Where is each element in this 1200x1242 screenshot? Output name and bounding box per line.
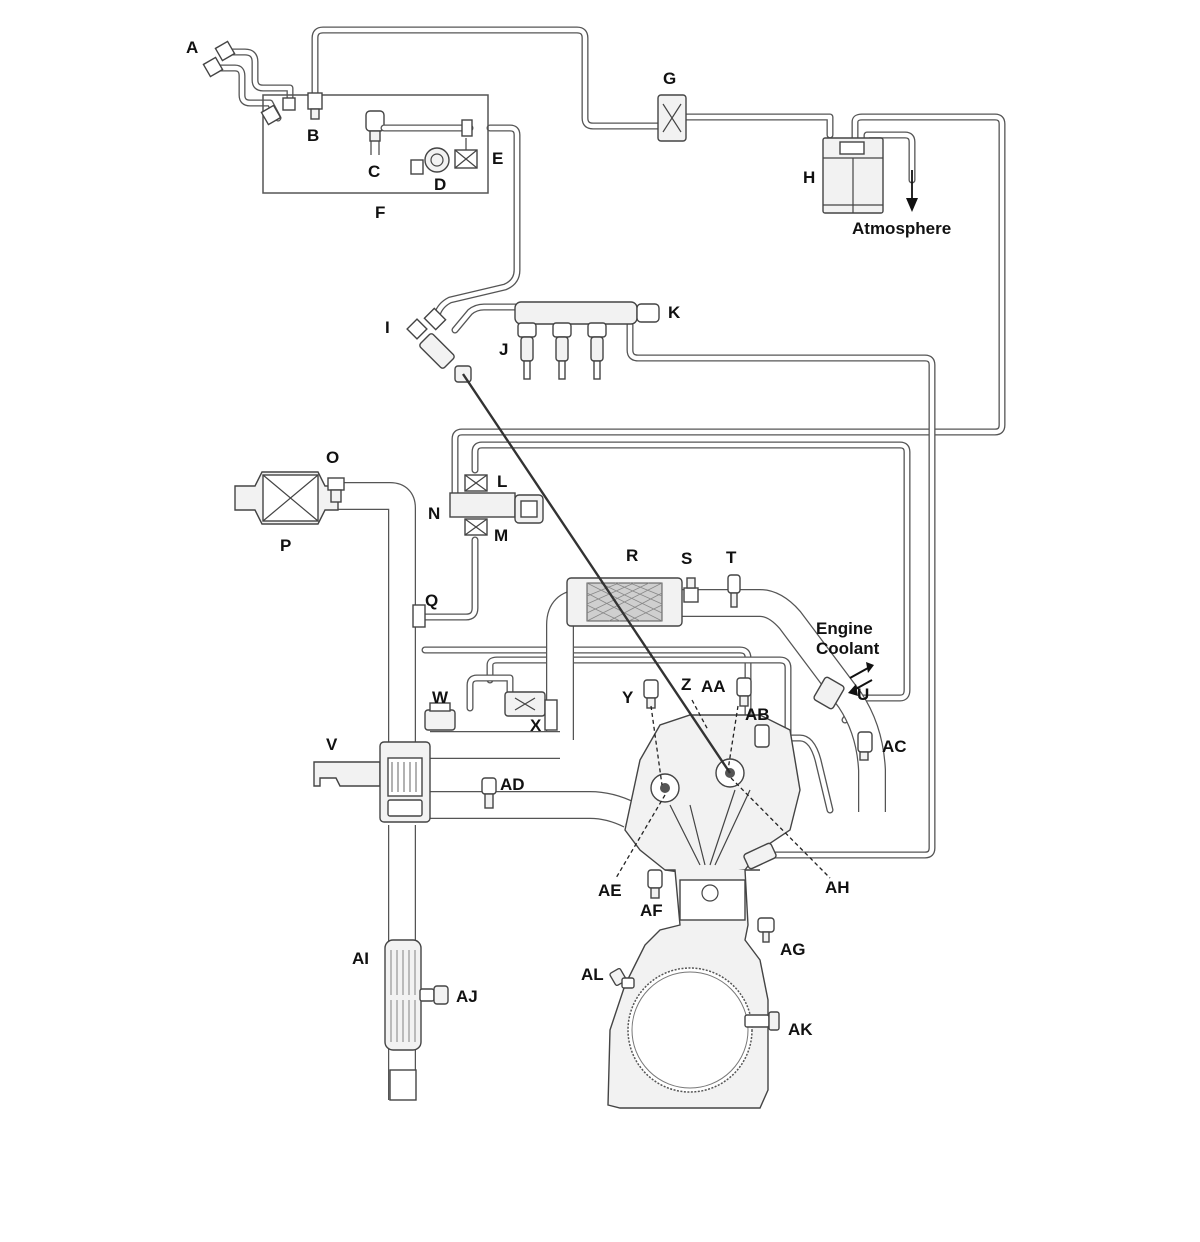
engine-cylinder-head bbox=[624, 714, 801, 876]
label-d: D bbox=[434, 175, 446, 194]
component-v bbox=[313, 761, 388, 787]
component-lmn-valve bbox=[449, 474, 544, 536]
label-v: V bbox=[326, 735, 338, 754]
component-ag bbox=[757, 917, 775, 943]
component-x bbox=[504, 691, 558, 731]
component-h-canister bbox=[822, 137, 884, 214]
label-aj: AJ bbox=[456, 987, 478, 1006]
label-x: X bbox=[530, 716, 542, 735]
label-ae: AE bbox=[598, 881, 622, 900]
label-ab: AB bbox=[745, 705, 770, 724]
component-r-intercooler bbox=[566, 577, 683, 627]
component-aa bbox=[736, 677, 752, 707]
label-l: L bbox=[497, 472, 507, 491]
label-s: S bbox=[681, 549, 692, 568]
label-g: G bbox=[663, 69, 676, 88]
label-aa: AA bbox=[701, 677, 726, 696]
coolant-flow-arrows-icon bbox=[848, 662, 874, 696]
component-g bbox=[657, 94, 687, 142]
component-b bbox=[307, 92, 323, 120]
component-u bbox=[813, 676, 845, 710]
component-ai-catalyst bbox=[384, 939, 422, 1101]
component-d bbox=[410, 138, 478, 175]
label-atmosphere: Atmosphere bbox=[852, 219, 951, 238]
label-q: Q bbox=[425, 591, 438, 610]
label-m: M bbox=[494, 526, 508, 545]
label-ai: AI bbox=[352, 949, 369, 968]
label-c: C bbox=[368, 162, 380, 181]
module-box-f bbox=[262, 94, 489, 194]
fuel-rail bbox=[514, 301, 660, 325]
label-k: K bbox=[668, 303, 681, 322]
engine-block bbox=[607, 869, 769, 1109]
label-e: E bbox=[492, 149, 503, 168]
injector-1 bbox=[517, 322, 537, 380]
component-p-air-filter bbox=[234, 471, 345, 525]
label-ad: AD bbox=[500, 775, 525, 794]
label-af: AF bbox=[640, 901, 663, 920]
label-ac: AC bbox=[882, 737, 907, 756]
label-j: J bbox=[499, 340, 508, 359]
label-h: H bbox=[803, 168, 815, 187]
component-y bbox=[643, 679, 659, 709]
component-labels: A B C D E F G H Atmosphere I J K L M N O… bbox=[186, 38, 951, 1039]
label-f: F bbox=[375, 203, 385, 222]
component-a bbox=[202, 40, 296, 126]
turbocharger bbox=[379, 741, 431, 823]
leader-lines bbox=[615, 699, 831, 879]
component-s bbox=[683, 577, 699, 603]
injector-2 bbox=[552, 322, 572, 380]
label-p: P bbox=[280, 536, 291, 555]
vacuum-control-line bbox=[462, 373, 731, 774]
component-al bbox=[609, 967, 635, 989]
component-af bbox=[647, 869, 663, 899]
component-ac bbox=[857, 731, 873, 761]
component-ak bbox=[744, 1011, 780, 1031]
label-coolant: Coolant bbox=[816, 639, 880, 658]
label-a: A bbox=[186, 38, 198, 57]
component-w bbox=[424, 702, 456, 731]
label-n: N bbox=[428, 504, 440, 523]
arrow-down-icon bbox=[906, 170, 918, 212]
component-t bbox=[727, 574, 741, 608]
label-t: T bbox=[726, 548, 737, 567]
label-o: O bbox=[326, 448, 339, 467]
component-ad bbox=[481, 777, 497, 809]
component-aj bbox=[419, 985, 449, 1005]
label-u: U bbox=[857, 685, 869, 704]
label-w: W bbox=[432, 688, 449, 707]
component-c bbox=[365, 110, 474, 155]
label-ag: AG bbox=[780, 940, 806, 959]
label-b: B bbox=[307, 126, 319, 145]
label-z: Z bbox=[681, 675, 691, 694]
injector-3 bbox=[587, 322, 607, 380]
label-ak: AK bbox=[788, 1020, 813, 1039]
hose-network bbox=[209, 26, 1006, 859]
label-r: R bbox=[626, 546, 638, 565]
label-y: Y bbox=[622, 688, 634, 707]
component-i-valve bbox=[406, 307, 472, 383]
component-q bbox=[412, 604, 426, 628]
component-crank-connector bbox=[743, 842, 777, 870]
label-engine: Engine bbox=[816, 619, 873, 638]
label-i: I bbox=[385, 318, 390, 337]
label-ah: AH bbox=[825, 878, 850, 897]
label-al: AL bbox=[581, 965, 604, 984]
